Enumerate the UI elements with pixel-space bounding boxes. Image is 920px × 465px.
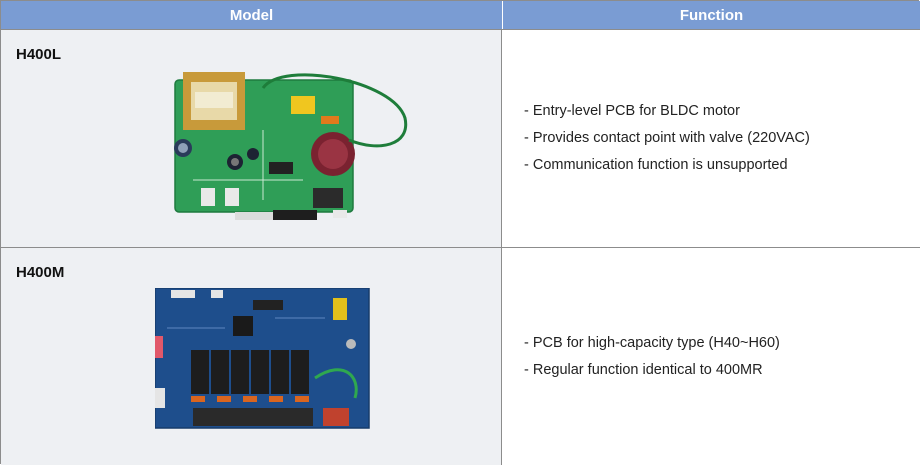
function-item: - Communication function is unsupported: [524, 157, 788, 173]
function-item: - Regular function identical to 400MR: [524, 362, 763, 378]
table-row: H400L: [1, 29, 920, 248]
function-item: - PCB for high-capacity type (H40~H60): [524, 335, 780, 351]
model-name: H400M: [16, 264, 65, 281]
model-cell: H400M: [1, 248, 502, 465]
function-cell: - Entry-level PCB for BLDC motor - Provi…: [502, 30, 920, 248]
function-item: - Provides contact point with valve (220…: [524, 130, 810, 146]
table-row: H400M: [1, 247, 920, 465]
pcb-h400m-image: [155, 288, 370, 429]
model-name: H400L: [16, 46, 62, 63]
function-cell: - PCB for high-capacity type (H40~H60) -…: [502, 248, 920, 465]
function-item: - Entry-level PCB for BLDC motor: [524, 103, 740, 119]
pcb-h400l-image: [174, 72, 408, 220]
model-cell: H400L: [1, 30, 502, 248]
function-list: - Entry-level PCB for BLDC motor - Provi…: [524, 98, 810, 179]
function-list: - PCB for high-capacity type (H40~H60) -…: [524, 330, 780, 384]
model-column-header: Model: [1, 1, 503, 29]
function-column-header: Function: [503, 1, 920, 29]
